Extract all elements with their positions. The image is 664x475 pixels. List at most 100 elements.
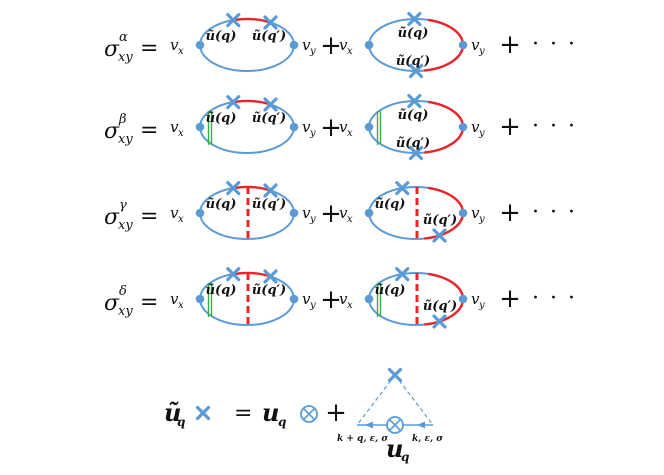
current-vertex-dot — [458, 294, 468, 304]
impurity-cross-icon — [432, 228, 447, 243]
vertex-sub-y: y — [478, 46, 485, 57]
vertex-label-vy: v — [471, 290, 480, 308]
vertex-sub-y: y — [309, 46, 316, 57]
potential-label: ũ(q′) — [423, 299, 457, 314]
vertex-sub-x: x — [178, 128, 184, 139]
dashed-line — [394, 374, 434, 426]
plus-sign: + — [499, 198, 521, 228]
vertex-label-vx: v — [339, 204, 348, 222]
arrow-left-icon — [365, 421, 373, 429]
vertex-label-vx: v — [170, 290, 179, 308]
sigma-symbol: σ — [104, 37, 120, 62]
potential-label: ũ(q) — [206, 283, 237, 298]
potential-label: ũ(q) — [206, 29, 237, 44]
impurity-cross-icon — [263, 97, 278, 112]
vertex-label-vy: v — [471, 204, 480, 222]
current-vertex-dot — [195, 294, 205, 304]
impurity-cross-icon — [263, 269, 278, 284]
vertex-sub-x: x — [347, 46, 353, 57]
impurity-cross-icon — [226, 181, 241, 196]
current-vertex-dot — [364, 122, 374, 132]
impurity-cross-icon — [395, 181, 410, 196]
vertex-label-vy: v — [302, 36, 311, 54]
utilde-symbol: ũ — [164, 398, 181, 427]
dashed-line — [356, 374, 396, 426]
vertex-sub-x: x — [347, 214, 353, 225]
impurity-cross-icon — [226, 95, 241, 110]
ellipsis: · · · — [532, 200, 577, 225]
red-propagator-segment — [234, 271, 271, 278]
plus-sign: + — [325, 398, 347, 428]
plus-sign: + — [320, 31, 342, 61]
ellipsis: · · · — [532, 286, 577, 311]
ellipsis: · · · — [532, 32, 577, 57]
current-vertex-dot — [458, 208, 468, 218]
vertex-label-vy: v — [302, 118, 311, 136]
impurity-cross-icon — [263, 183, 278, 198]
vertex-label-vy: v — [302, 204, 311, 222]
vertex-label-vx: v — [170, 204, 179, 222]
u-symbol-bottom: u — [386, 434, 403, 463]
momentum-label-left: k + q, ε, σ — [337, 434, 388, 444]
current-vertex-dot — [195, 122, 205, 132]
propagator-loop — [199, 100, 295, 154]
arrow-left-icon — [417, 421, 425, 429]
otimes-icon — [300, 405, 318, 423]
vertex-sub-x: x — [347, 128, 353, 139]
current-vertex-dot — [289, 122, 299, 132]
current-vertex-dot — [289, 294, 299, 304]
potential-label: ũ(q′) — [423, 213, 457, 228]
impurity-cross-icon — [407, 11, 422, 27]
sigma-symbol: σ — [104, 291, 120, 316]
impurity-cross-icon — [408, 63, 424, 79]
equals-sign: = — [140, 118, 158, 143]
current-vertex-dot — [458, 40, 468, 50]
plus-sign: + — [499, 112, 521, 142]
current-vertex-dot — [195, 40, 205, 50]
sigma-superscript: δ — [119, 284, 127, 299]
vertex-sub-y: y — [309, 214, 316, 225]
otimes-icon — [386, 416, 404, 434]
sigma-subscript: xy — [118, 50, 133, 65]
utilde-subscript: q — [177, 415, 185, 429]
current-vertex-dot — [364, 294, 374, 304]
sigma-subscript: xy — [118, 218, 133, 233]
potential-label: ũ(q′) — [396, 136, 430, 151]
plus-sign: + — [499, 30, 521, 60]
plus-sign: + — [320, 199, 342, 229]
current-vertex-dot — [195, 208, 205, 218]
red-propagator-segment — [234, 17, 271, 24]
vertex-label-vy: v — [471, 36, 480, 54]
vertex-label-vx: v — [339, 36, 348, 54]
sigma-superscript: γ — [119, 198, 127, 213]
impurity-cross-icon — [226, 13, 241, 28]
vertex-label-vx: v — [339, 118, 348, 136]
sigma-symbol: σ — [104, 119, 120, 144]
u-subscript: q — [278, 415, 286, 429]
current-vertex-dot — [289, 208, 299, 218]
potential-label: ũ(q′) — [396, 54, 430, 69]
impurity-cross-icon — [263, 15, 278, 30]
vertex-sub-y: y — [309, 128, 316, 139]
equals-sign: = — [140, 290, 158, 315]
current-vertex-dot — [458, 122, 468, 132]
impurity-cross-icon — [195, 405, 211, 421]
current-vertex-dot — [289, 40, 299, 50]
current-vertex-dot — [364, 208, 374, 218]
impurity-cross-icon — [387, 367, 403, 383]
impurity-cross-icon — [408, 145, 424, 161]
potential-label: ũ(q) — [398, 26, 429, 41]
potential-label: ũ(q) — [375, 283, 406, 298]
sigma-symbol: σ — [104, 205, 120, 230]
sigma-superscript: α — [119, 30, 128, 45]
plus-sign: + — [320, 113, 342, 143]
vertex-label-vy: v — [471, 118, 480, 136]
